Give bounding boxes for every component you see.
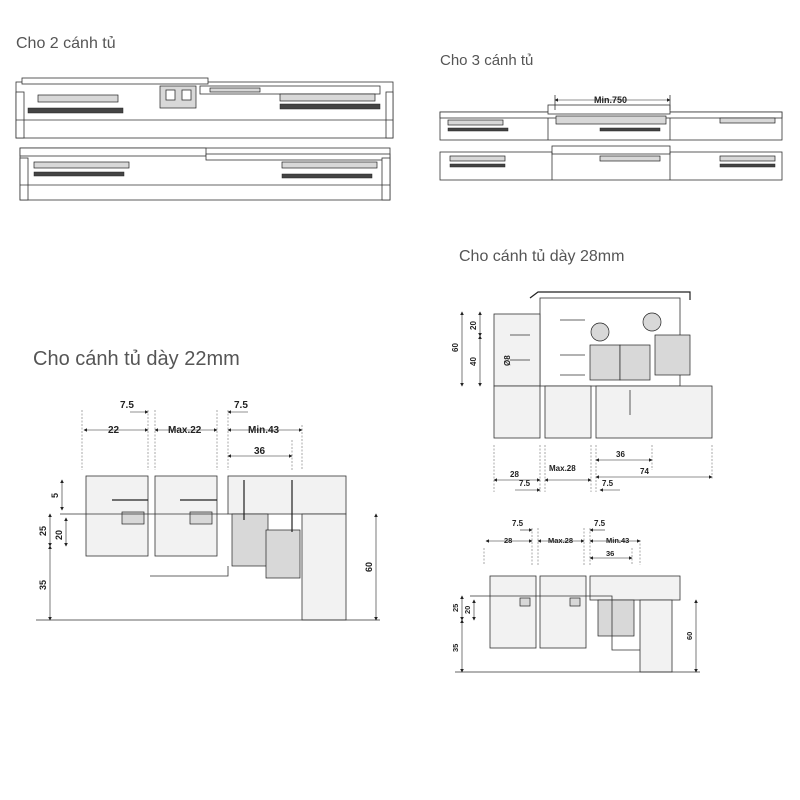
dim-22-v25: 25 bbox=[38, 526, 48, 536]
dim-28-top-40: 40 bbox=[469, 357, 478, 366]
dim-22-w22: 22 bbox=[108, 425, 120, 436]
heading-three-doors: Cho 3 cánh tủ bbox=[440, 52, 534, 69]
dim-28-bot-20: 20 bbox=[463, 606, 472, 614]
dim-28-top-58: Ø8 bbox=[503, 355, 512, 366]
dim-22-v60: 60 bbox=[364, 562, 374, 572]
dim-22-min43: Min.43 bbox=[248, 425, 280, 436]
dim-28-bot-min43: Min.43 bbox=[606, 536, 629, 545]
dim-28-top-74: 74 bbox=[640, 467, 649, 476]
three-door-plan-lower bbox=[439, 145, 783, 181]
dim-22-v5: 5 bbox=[50, 493, 60, 498]
dim-28-bot-7-5-a: 7.5 bbox=[512, 519, 524, 528]
dim-28-bot-max28: Max.28 bbox=[548, 536, 573, 545]
dim-22-7-5-b: 7.5 bbox=[234, 400, 248, 411]
heading-two-doors: Cho 2 cánh tủ bbox=[16, 35, 116, 52]
dim-28-top-7-5-a: 7.5 bbox=[519, 479, 531, 488]
two-door-plan-upper bbox=[15, 77, 394, 139]
dim-22-7-5-a: 7.5 bbox=[120, 400, 134, 411]
three-door-plan-upper: Min.750 bbox=[439, 95, 783, 141]
dim-28-bot-35: 35 bbox=[451, 644, 460, 652]
dim-28-bot-25: 25 bbox=[451, 604, 460, 612]
dim-28-top-7-5-b: 7.5 bbox=[602, 479, 614, 488]
dim-22-max22: Max.22 bbox=[168, 425, 202, 436]
dim-28-top-20: 20 bbox=[469, 321, 478, 330]
door-28mm-section-upper: 60 20 40 Ø8 28 Max.28 36 74 7.5 7.5 bbox=[451, 291, 713, 492]
dim-22-v20: 20 bbox=[54, 530, 64, 540]
dim-22-w36: 36 bbox=[254, 446, 266, 457]
dim-28-bot-60: 60 bbox=[685, 632, 694, 640]
dim-28-top-60: 60 bbox=[451, 343, 460, 352]
heading-28mm-door: Cho cánh tủ dày 28mm bbox=[459, 248, 625, 265]
dim-28-top-28: 28 bbox=[510, 470, 519, 479]
dim-22-v35: 35 bbox=[38, 580, 48, 590]
door-22mm-section: 7.5 7.5 22 Max.22 Min.43 36 5 25 20 35 6… bbox=[36, 400, 380, 621]
dim-28-top-36: 36 bbox=[616, 450, 625, 459]
dim-28-bot-7-5-b: 7.5 bbox=[594, 519, 606, 528]
dim-28-bot-28: 28 bbox=[504, 536, 512, 545]
dim-28-bot-36: 36 bbox=[606, 549, 614, 558]
door-28mm-section-lower: 7.5 7.5 28 Max.28 Min.43 36 25 20 35 60 bbox=[451, 519, 700, 673]
dim-28-top-max28: Max.28 bbox=[549, 464, 576, 473]
heading-22mm-door: Cho cánh tủ dày 22mm bbox=[33, 348, 240, 370]
dim-min-750: Min.750 bbox=[594, 95, 627, 105]
two-door-plan-lower bbox=[19, 147, 391, 201]
